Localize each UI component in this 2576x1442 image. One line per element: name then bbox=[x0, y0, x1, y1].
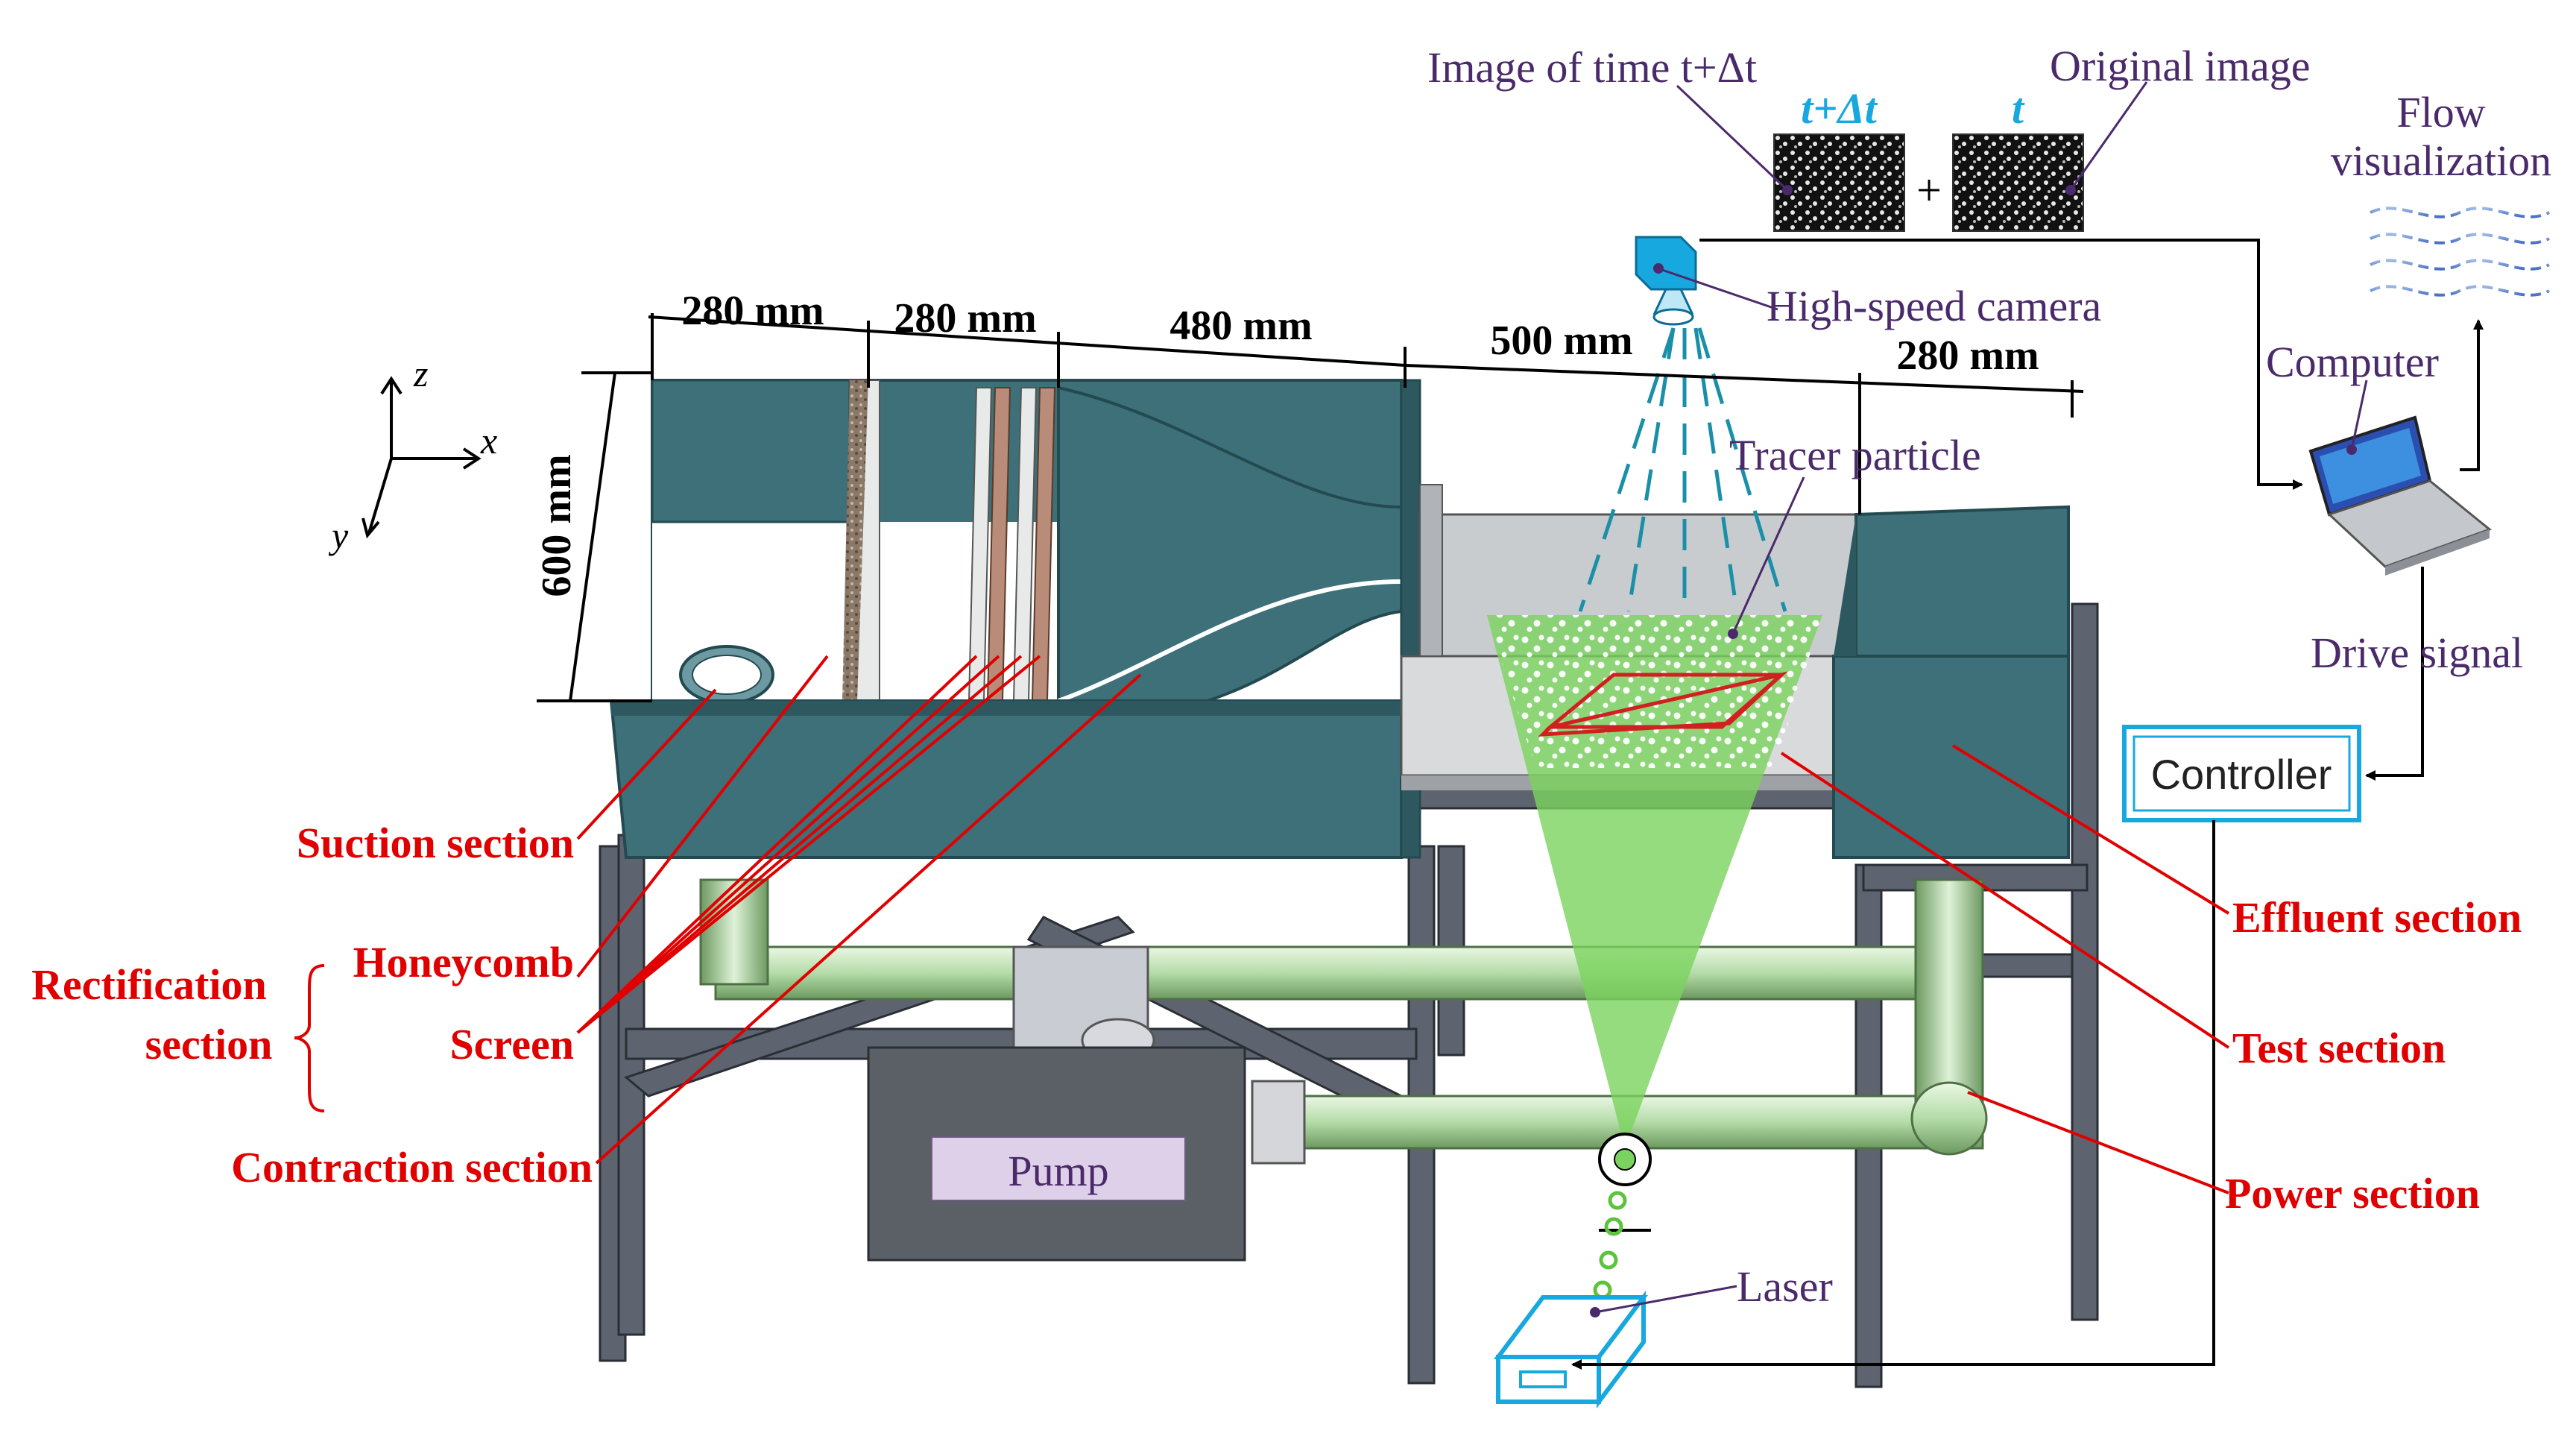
leader-lines-red bbox=[576, 655, 2230, 1194]
power-section-label: Power section bbox=[2225, 1169, 2480, 1218]
leader-lines-purple bbox=[1594, 81, 2368, 1314]
suction-section-label: Suction section bbox=[297, 819, 574, 867]
effluent-tank bbox=[1832, 505, 2070, 859]
drive-signal-label: Drive signal bbox=[2311, 629, 2523, 677]
coordinate-axes bbox=[362, 376, 482, 539]
piv-images: + t+Δt t bbox=[1773, 84, 2084, 232]
computer-laptop bbox=[2308, 415, 2493, 576]
flow-visualization-label-line2: visualization bbox=[2331, 136, 2551, 185]
pump: Pump bbox=[867, 1046, 1246, 1262]
screen-label: Screen bbox=[450, 1020, 574, 1068]
pipe-loop bbox=[699, 878, 1988, 1165]
controller-label: Controller bbox=[2151, 751, 2332, 798]
controller-box: Controller bbox=[2122, 725, 2361, 822]
t-label: t bbox=[2012, 84, 2025, 133]
rectification-section-label-line2: section bbox=[145, 1020, 273, 1068]
computer-label: Computer bbox=[2266, 338, 2439, 386]
dimension-test-length: 500 mm bbox=[1490, 318, 1632, 364]
contraction-section-label: Contraction section bbox=[231, 1143, 593, 1191]
test-section-label: Test section bbox=[2232, 1024, 2446, 1072]
axis-x-label: x bbox=[480, 420, 497, 462]
dimension-effluent-length: 280 mm bbox=[1896, 333, 2039, 379]
tracer-particle-label: Tracer particle bbox=[1729, 431, 1981, 479]
original-image-label: Original image bbox=[2050, 42, 2311, 90]
image-time-label: Image of time t+Δt bbox=[1427, 43, 1757, 92]
axis-z-label: z bbox=[413, 353, 428, 394]
flow-visualization-label-line1: Flow bbox=[2396, 88, 2485, 136]
dimension-height: 600 mm bbox=[534, 454, 580, 596]
high-speed-camera bbox=[1635, 236, 1697, 326]
pump-label: Pump bbox=[1008, 1147, 1108, 1195]
rectification-bracket bbox=[294, 964, 325, 1112]
signal-wires bbox=[1571, 239, 2484, 1370]
laser-sheet bbox=[1487, 615, 1822, 1148]
honeycomb-label: Honeycomb bbox=[353, 938, 574, 986]
dimension-contraction-length: 480 mm bbox=[1169, 303, 1312, 349]
dimension-rectification-length: 280 mm bbox=[894, 295, 1036, 341]
laser-label: Laser bbox=[1737, 1262, 1833, 1311]
flow-visualization-icon bbox=[2370, 207, 2550, 297]
axis-y-label: y bbox=[328, 514, 349, 556]
camera-label: High-speed camera bbox=[1767, 282, 2101, 330]
laser-device bbox=[1494, 1133, 1652, 1408]
plus-sign: + bbox=[1916, 166, 1942, 215]
t-plus-dt-label: t+Δt bbox=[1801, 84, 1878, 133]
dimension-lines bbox=[537, 313, 2084, 702]
effluent-section-label: Effluent section bbox=[2232, 893, 2522, 942]
rectification-section-label-line1: Rectification bbox=[31, 960, 267, 1009]
dimension-suction-length: 280 mm bbox=[681, 288, 824, 334]
